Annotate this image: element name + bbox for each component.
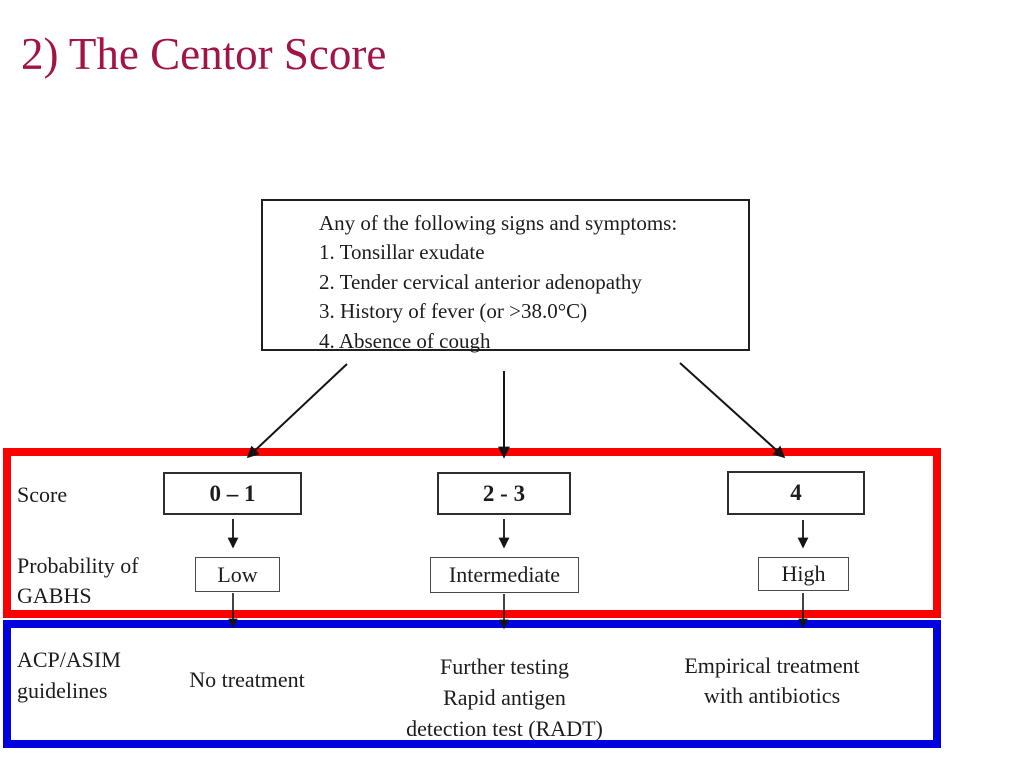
probability-label-line1: Probability of [17,553,139,578]
guideline-no-treatment: No treatment [189,667,305,692]
criteria-header: Any of the following signs and symptoms: [319,211,678,235]
criteria-item-4: 4. Absence of cough [319,328,491,353]
probability-row-label: Probability of GABHS [17,551,139,611]
score-box-0-1: 0 – 1 [163,472,302,515]
criteria-item-1: 1. Tonsillar exudate [319,240,485,265]
criteria-item-3: 3. History of fever (or >38.0°C) [319,299,588,324]
guidelines-label-line1: ACP/ASIM [17,647,121,672]
arrow-criteria-to-score3 [679,362,786,459]
score-box-2-3: 2 - 3 [437,472,571,515]
arrow-criteria-to-score1 [246,363,348,459]
probability-box-high: High [758,557,849,591]
criteria-box: Any of the following signs and symptoms:… [261,199,750,353]
guidelines-panel [3,620,941,748]
guideline-further-testing: Further testing Rapid antigen detection … [406,654,603,741]
probability-box-low: Low [195,557,280,592]
probability-label-line2: GABHS [17,583,92,608]
score-box-4: 4 [727,471,865,515]
score-panel [3,448,941,618]
probability-box-intermediate: Intermediate [430,557,579,593]
guideline-empirical-treatment: Empirical treatment with antibiotics [684,653,860,708]
criteria-item-2: 2. Tender cervical anterior adenopathy [319,269,642,294]
score-row-label: Score [17,482,68,507]
page-title: 2) The Centor Score [21,29,387,79]
guidelines-label-line2: guidelines [17,678,108,703]
guidelines-row-label: ACP/ASIM guidelines [17,644,121,706]
